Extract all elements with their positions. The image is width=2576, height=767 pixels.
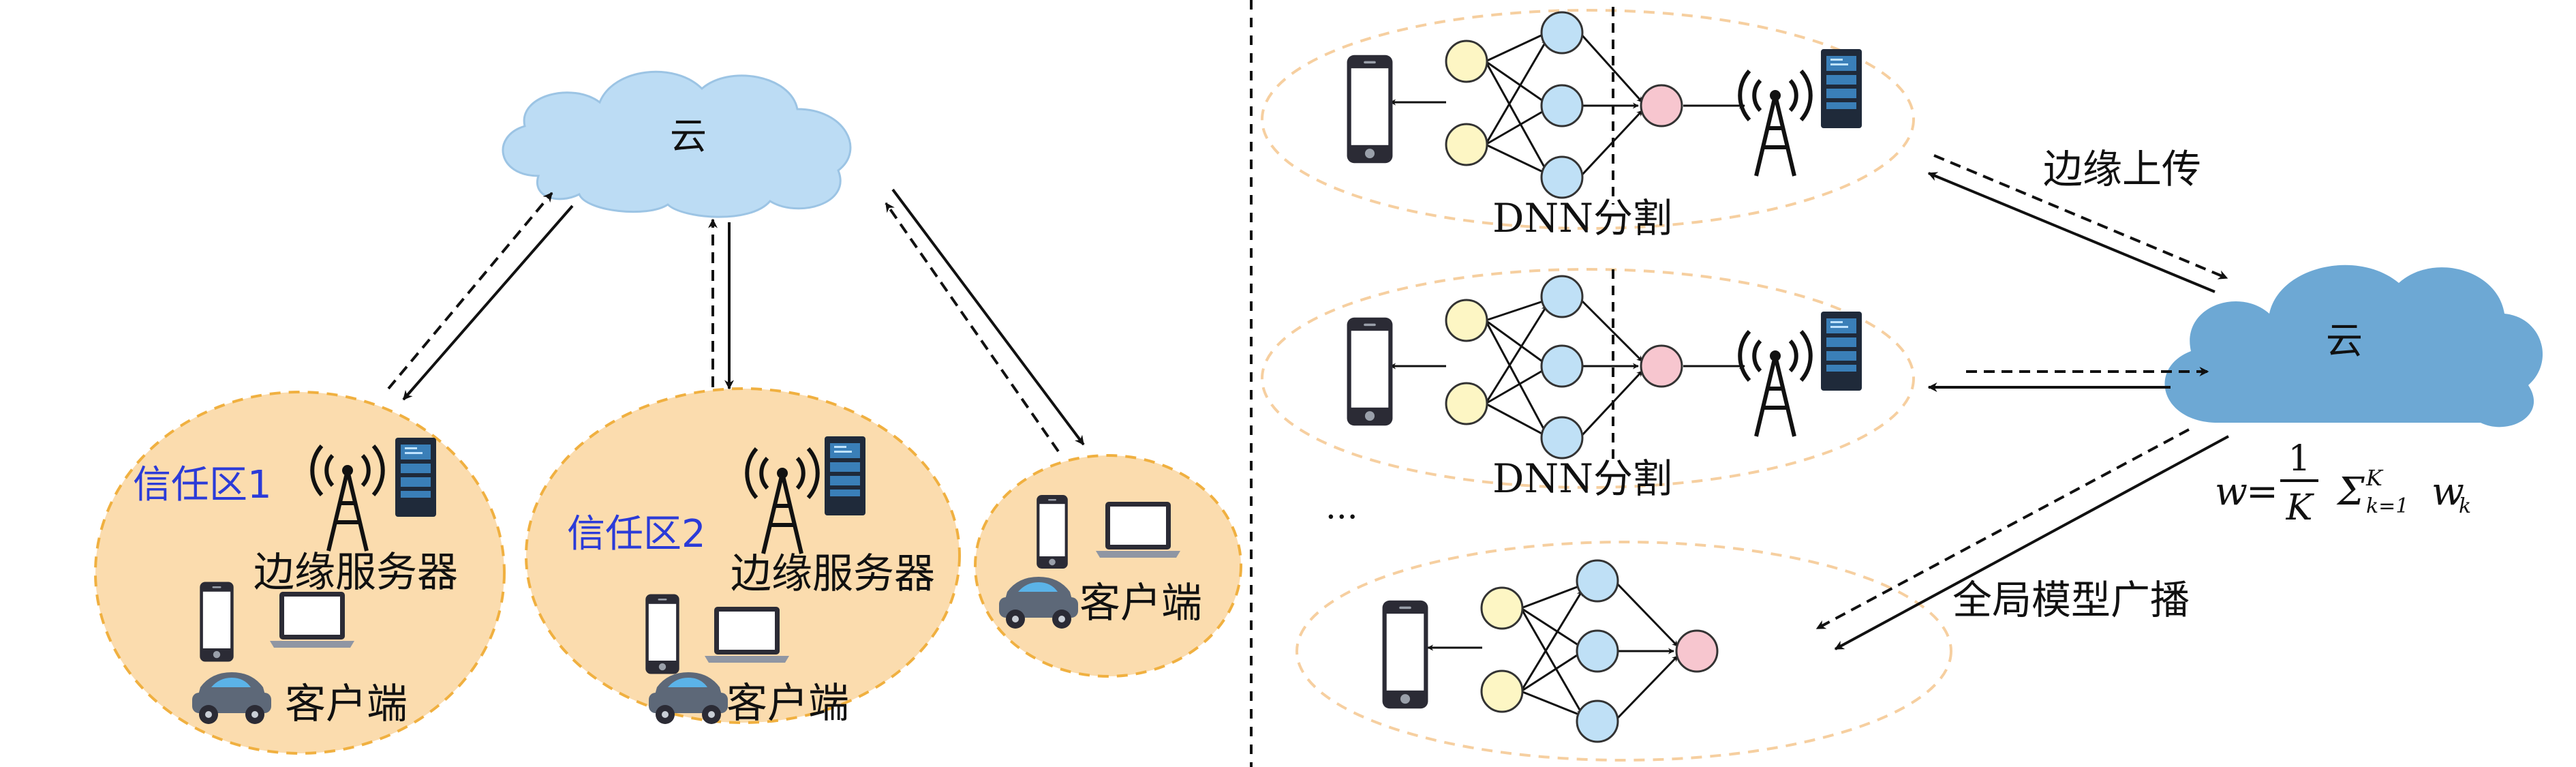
zone3-phone-icon	[1037, 495, 1068, 569]
client-zone-3	[974, 454, 1242, 678]
zone1-laptop-icon	[270, 592, 354, 648]
right-arrows	[1815, 154, 2229, 650]
zone2-client-label: 客户端	[726, 680, 849, 727]
dnn-network-1	[1390, 31, 1745, 177]
g3-output-node	[1675, 629, 1719, 673]
zone1-server-label: 边缘服务器	[254, 549, 458, 597]
g1-hidden-node	[1540, 155, 1584, 199]
left-cloud-label: 云	[670, 115, 707, 157]
zone3-client-label: 客户端	[1079, 580, 1202, 627]
dnn-network-global	[1427, 582, 1679, 721]
zone1-phone-icon	[200, 582, 234, 662]
g3-hidden-node	[1576, 700, 1619, 743]
g1-hidden-node	[1540, 84, 1584, 127]
g2-server-icon	[1821, 312, 1862, 391]
g2-hidden-node	[1540, 416, 1584, 460]
dnn-network-2	[1390, 299, 1745, 438]
g2-phone-icon	[1347, 317, 1393, 426]
g3-hidden-node	[1576, 629, 1619, 673]
zone2-laptop-icon	[705, 607, 789, 663]
trust-zone-1-title: 信任区1	[133, 463, 272, 507]
g1-input-node	[1445, 40, 1488, 83]
g1-phone-icon	[1347, 55, 1393, 164]
trust-zone-2-title: 信任区2	[567, 512, 706, 556]
more-groups-ellipsis: ···	[1325, 497, 1358, 537]
formula-eq: =	[2246, 470, 2278, 514]
formula-term-sub: k	[2459, 494, 2471, 518]
g2-antenna-tower-icon	[1740, 331, 1811, 436]
zone1-client-label: 客户端	[285, 680, 408, 728]
g3-hidden-node	[1576, 559, 1619, 603]
aggregation-formula: w = 1 K Σ K k=1 w k	[2215, 438, 2471, 528]
split-group-2	[1261, 268, 1915, 489]
g3-phone-icon	[1382, 600, 1428, 709]
g1-split-label: DNN分割	[1492, 195, 1672, 241]
g1-input-node	[1445, 123, 1488, 166]
global-model-group	[1295, 541, 1952, 762]
edge-upload-label: 边缘上传	[2043, 146, 2201, 192]
g1-antenna-tower-icon	[1740, 71, 1811, 176]
g1-output-node	[1640, 84, 1683, 127]
zone1-server-icon	[395, 438, 436, 517]
formula-sub: k=1	[2366, 494, 2408, 518]
zone2-server-label: 边缘服务器	[731, 550, 935, 598]
formula-lhs: w	[2215, 470, 2248, 514]
g1-hidden-node	[1540, 11, 1584, 55]
zone3-laptop-icon	[1096, 502, 1180, 558]
g2-input-node	[1445, 299, 1488, 342]
g2-input-node	[1445, 382, 1488, 425]
left-cloud-icon	[502, 70, 852, 218]
right-cloud-icon	[2164, 265, 2543, 427]
global-broadcast-label: 全局模型广播	[1952, 577, 2190, 623]
right-cloud-label: 云	[2326, 319, 2363, 362]
formula-sup: K	[2365, 465, 2384, 491]
left-arrows	[387, 188, 1085, 453]
g3-input-node	[1480, 670, 1524, 713]
formula-term: w	[2432, 470, 2464, 514]
g2-hidden-node	[1540, 275, 1584, 318]
zone2-server-icon	[825, 436, 865, 515]
g2-output-node	[1640, 344, 1683, 388]
formula-denominator: K	[2286, 487, 2315, 528]
formula-sigma: Σ	[2336, 470, 2365, 514]
formula-numerator: 1	[2288, 438, 2310, 479]
zone2-phone-icon	[645, 594, 679, 674]
split-group-1	[1261, 9, 1915, 230]
g3-input-node	[1480, 586, 1524, 630]
g2-split-label: DNN分割	[1492, 455, 1672, 502]
g1-server-icon	[1821, 49, 1862, 128]
g2-hidden-node	[1540, 344, 1584, 388]
